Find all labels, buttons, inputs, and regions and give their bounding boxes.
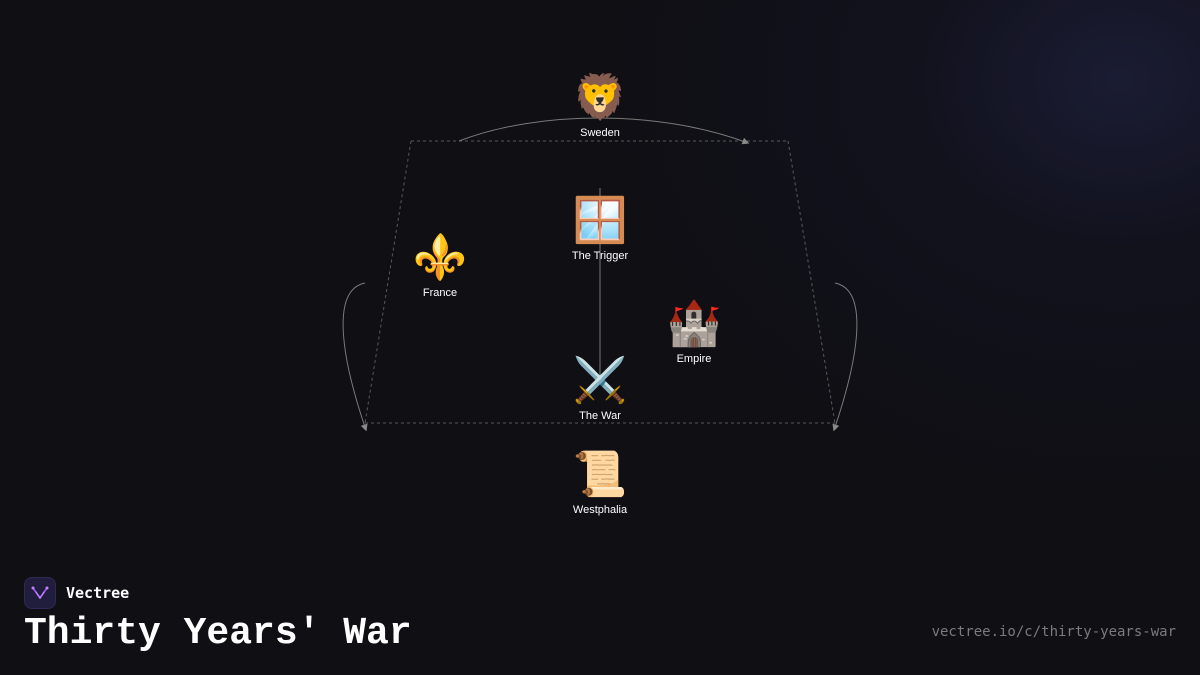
castle-icon: 🏰: [666, 298, 722, 349]
edge-right-arc: [832, 282, 858, 432]
node-label-france: France: [422, 287, 458, 299]
node-sweden[interactable]: 🦁 Sweden: [540, 72, 660, 140]
node-westphalia[interactable]: 📜 Westphalia: [540, 449, 660, 517]
node-war[interactable]: ⚔️ The War: [540, 355, 660, 423]
brand-name: Vectree: [66, 584, 130, 602]
edge-left-arc: [342, 282, 368, 432]
node-label-westphalia: Westphalia: [572, 504, 628, 516]
node-label-trigger: The Trigger: [571, 250, 629, 262]
frame-right-edge: [787, 140, 836, 424]
brand[interactable]: Vectree: [24, 577, 129, 609]
page-title: Thirty Years' War: [24, 612, 412, 655]
window-icon: 🪟: [572, 195, 628, 246]
vectree-logo-icon: [24, 577, 56, 609]
edge-top-arc: [458, 117, 750, 145]
node-empire[interactable]: 🏰 Empire: [634, 298, 754, 366]
node-label-empire: Empire: [676, 353, 712, 365]
node-label-sweden: Sweden: [580, 127, 620, 139]
lion-icon: 🦁: [572, 72, 628, 123]
crossed-swords-icon: ⚔️: [572, 355, 628, 406]
node-france[interactable]: ⚜️ France: [380, 232, 500, 300]
page-url[interactable]: vectree.io/c/thirty-years-war: [931, 624, 1176, 640]
node-trigger[interactable]: 🪟 The Trigger: [540, 195, 660, 263]
scroll-icon: 📜: [572, 449, 628, 500]
node-label-war: The War: [579, 410, 621, 422]
fleur-de-lis-icon: ⚜️: [412, 232, 468, 283]
